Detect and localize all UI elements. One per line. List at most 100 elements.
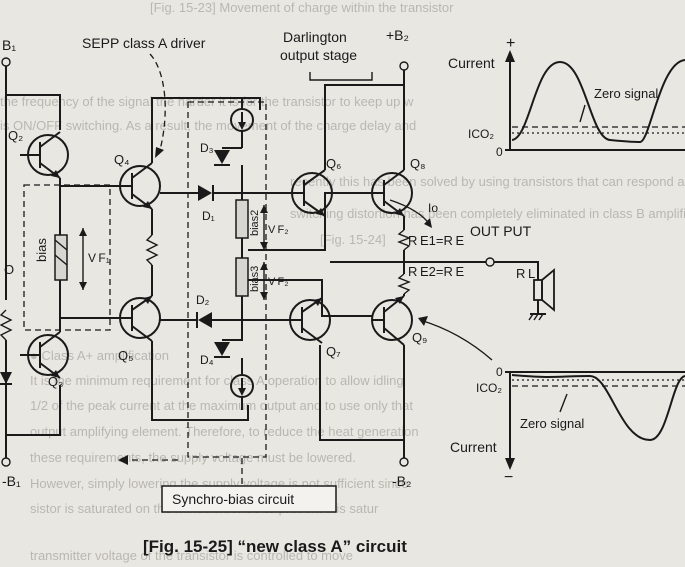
b1-bottom-terminal <box>1 457 11 467</box>
d2-label: D₂ <box>196 293 210 307</box>
current-source-bottom-head <box>238 388 246 396</box>
graph-bottom-zero-signal: Zero signal <box>520 416 584 431</box>
b2-bottom-label: -B₂ <box>392 473 411 489</box>
left-resistor <box>0 309 13 341</box>
q7-to-q9 <box>321 298 372 317</box>
graph-top-zero-signal: Zero signal <box>594 86 658 101</box>
q6-to-q8 <box>324 192 372 216</box>
graph-bottom-ico: ICO₂ <box>476 381 502 395</box>
q3-transistor: Q₃ <box>20 331 69 389</box>
ghost-line-13: transmitter voltage of the transistor is… <box>30 548 353 563</box>
d4-label: D₄ <box>200 353 214 367</box>
ghost-line-2: is ON/OFF switching. As a result, the mo… <box>0 118 416 133</box>
vf2b-arrow-up <box>260 262 268 270</box>
graph-top: + Current 0 ICO₂ Zero signal <box>448 35 685 159</box>
output-label: OUT PUT <box>470 223 532 239</box>
bias2-resistor <box>235 199 249 239</box>
re2-resistor <box>397 273 411 295</box>
b1-bottom-label: -B₁ <box>2 473 21 489</box>
graph-bottom-yaxis-arrow <box>505 458 515 470</box>
ghost-line-10: these requirements, the supply voltage m… <box>30 450 356 465</box>
graph-bottom-zero: 0 <box>496 365 503 379</box>
left-diode <box>0 372 12 384</box>
q8-transistor: Q₈ <box>371 156 426 217</box>
darlington-label-1: Darlington <box>283 29 347 45</box>
q8-label: Q₈ <box>410 156 426 171</box>
bias3-resistor <box>235 257 249 297</box>
darlington-label-2: output stage <box>280 47 357 63</box>
re2-label: R E2=R E <box>408 264 464 279</box>
sepp-arrow-head <box>155 147 164 158</box>
b2-top-label: +B₂ <box>386 27 409 43</box>
graph-top-ico: ICO₂ <box>468 127 494 141</box>
sepp-arrow <box>149 53 166 151</box>
graph-top-zero-signal-leader <box>579 104 586 123</box>
top-caption-ghost: [Fig. 15-23] Movement of charge within t… <box>150 0 454 15</box>
q6-emitter-wire <box>248 216 326 251</box>
q6-collector-rail <box>324 84 404 170</box>
speaker-ground-hatch-3 <box>538 313 544 321</box>
q3-label: Q₃ <box>48 374 63 389</box>
bias-resistor <box>54 234 68 281</box>
q9-transistor: Q₉ <box>371 295 427 346</box>
output-terminal <box>485 257 495 267</box>
ghost-line-4: switching distortion has been completely… <box>290 206 685 221</box>
q5-label: Q₅ <box>118 348 133 363</box>
speaker-cone <box>541 268 555 312</box>
graph-bottom-current: Current <box>450 439 497 455</box>
d4-diode <box>214 342 230 356</box>
speaker-feed <box>494 261 539 280</box>
bias-resistor-hatch-2 <box>54 254 68 266</box>
ghost-line-1: the frequency of the signal the harder i… <box>0 94 414 109</box>
q7-collector-rail <box>319 345 404 441</box>
rl-label: R L <box>516 266 535 281</box>
synchro-label: Synchro-bias circuit <box>172 491 294 507</box>
q5-collector-wire <box>151 341 249 421</box>
graph-top-zero: 0 <box>496 145 503 159</box>
graph-top-waveform <box>511 59 685 144</box>
ghost-line-7: It is the minimum requirement for class … <box>30 373 404 388</box>
b1-neg-rail <box>5 385 61 458</box>
q4-collector-wire <box>151 97 261 163</box>
q4-q5-resistor <box>145 234 159 266</box>
current-source-top-head <box>238 122 246 130</box>
q7-transistor: Q₇ <box>289 297 341 359</box>
sepp-driver-label: SEPP class A driver <box>82 35 206 51</box>
vf2b-label: V F₂ <box>268 276 289 288</box>
graph-top-plus: + <box>506 35 515 52</box>
graph-bottom: − Current 0 ICO₂ Zero signal <box>450 365 685 486</box>
b1-rail <box>5 66 61 130</box>
q2-label: Q₂ <box>8 128 23 143</box>
bias-label: bias <box>34 238 49 262</box>
ghost-line-5: [Fig. 15-24] <box>320 232 386 247</box>
ghost-line-6: ● Class A+ amplification <box>30 348 169 363</box>
d4-wire <box>222 330 243 341</box>
synchro-dash-arrow <box>118 455 128 465</box>
d3-diode <box>214 150 230 164</box>
q4-label: Q₄ <box>114 152 129 167</box>
vf1-arrow-down <box>79 282 87 290</box>
re1-label: R E1=R E <box>408 233 464 248</box>
speaker-icon <box>533 279 543 301</box>
q9-to-graph-arrow <box>419 319 493 361</box>
b2-top-terminal <box>399 61 409 71</box>
graph-bottom-waveform <box>511 374 685 442</box>
power-rails: B₁ -B₁ +B₂ -B₂ <box>1 27 411 489</box>
o-left-label: O <box>4 262 14 277</box>
d3-label: D₃ <box>200 141 214 155</box>
speaker-ground-hatch-2 <box>533 313 539 321</box>
d1-label: D₁ <box>202 209 215 223</box>
bias3-label: bias3 <box>249 266 261 292</box>
graph-top-yaxis-arrow <box>505 50 515 62</box>
graph-bottom-minus: − <box>504 469 513 486</box>
graph-top-current: Current <box>448 55 495 71</box>
ghost-line-9: output amplifying element. Therefore, to… <box>30 424 419 439</box>
q4-transistor: Q₄ <box>60 152 161 210</box>
bias-resistor-hatch-1 <box>54 239 68 251</box>
synchro-label-box <box>161 485 337 513</box>
vf2a-label: V F₂ <box>268 224 289 236</box>
graph-bottom-zero-signal-leader <box>559 393 568 413</box>
q2-transistor: Q₂ <box>8 128 69 179</box>
